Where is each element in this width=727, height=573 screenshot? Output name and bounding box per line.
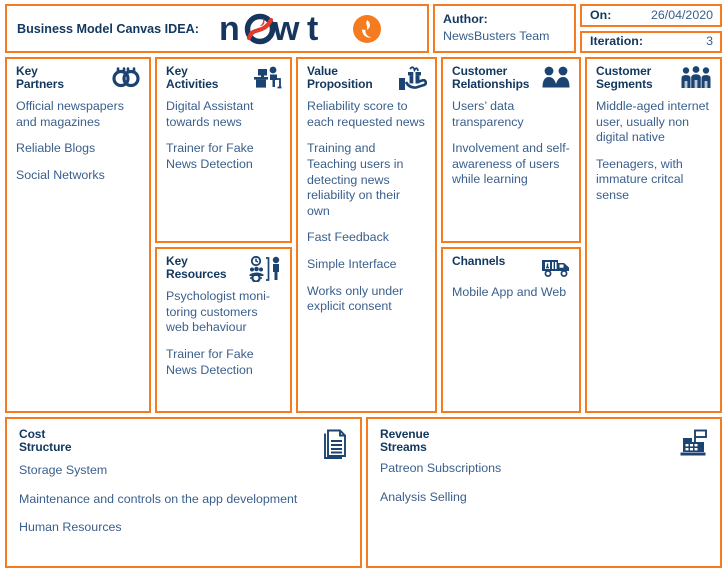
block-header: Revenue Streams <box>368 419 720 457</box>
column-customer-segments: Customer Segments M <box>585 57 722 413</box>
block-entries: Middle-aged internet user, usually non d… <box>587 92 720 210</box>
newt-flame-badge-icon <box>352 14 381 43</box>
delivery-truck-icon <box>541 256 571 278</box>
block-value-proposition: Value Proposition Reliability scor <box>296 57 437 413</box>
list-item: Digital Assistant towards news <box>166 98 254 129</box>
column-customer-relationships: Customer Relationships Users’ data trans… <box>441 57 581 413</box>
svg-text:n: n <box>219 11 240 47</box>
block-header: Key Resources <box>157 249 290 282</box>
block-channels: Channels <box>441 247 581 413</box>
iteration-label: Iteration: <box>590 34 644 49</box>
block-header: Key Partners <box>7 59 149 92</box>
block-cost-structure: Cost Structure Storage System Maintenanc… <box>5 417 362 568</box>
block-title-key-partners: Key Partners <box>16 64 64 92</box>
block-entries: Reliability score to each requested news… <box>298 92 435 321</box>
canvas-bottom-row: Cost Structure Storage System Maintenanc… <box>5 417 722 568</box>
svg-text:t: t <box>307 11 318 47</box>
block-entries: Mobile App and Web <box>443 278 579 307</box>
block-entries: Storage System Maintenance and controls … <box>7 459 360 542</box>
block-title-revenue-streams: Revenue Streams <box>380 427 430 455</box>
block-title-value-proposition: Value Proposition <box>307 64 373 92</box>
list-item: Middle-aged internet user, usually non d… <box>596 98 709 145</box>
list-item: Official newspapers and magazines <box>16 98 124 129</box>
list-item: Involvement and self-awareness of users … <box>452 141 570 187</box>
stacked-documents-icon <box>320 429 348 459</box>
block-header: Value Proposition <box>298 59 435 92</box>
svg-text:w: w <box>272 11 300 47</box>
block-header: Key Activities <box>157 59 290 92</box>
list-item: Works only under explicit consent <box>307 283 404 314</box>
block-key-resources: Key Resources <box>155 247 292 413</box>
block-entries: Psychologist moni-toring customers web b… <box>157 282 290 384</box>
list-item: Fast Feedback <box>307 230 389 245</box>
page-title: Business Model Canvas IDEA: <box>17 21 199 36</box>
newt-wordmark-icon: n w t <box>219 11 318 47</box>
block-title-customer-segments: Customer Segments <box>596 64 653 92</box>
column-value-proposition: Value Proposition Reliability scor <box>296 57 437 413</box>
canvas-blocks-grid: Key Partners Official newspapers and mag… <box>5 57 722 413</box>
column-key-activities: Key Activities Digi <box>155 57 292 413</box>
block-entries: Official newspapers and magazines Reliab… <box>7 92 149 190</box>
block-header: Channels <box>443 249 579 278</box>
canvas-title-cell: Business Model Canvas IDEA: n w t <box>5 4 429 53</box>
list-item: Training and Teaching users in detecting… <box>307 141 404 218</box>
block-revenue-streams: Revenue Streams <box>366 417 722 568</box>
canvas-header: Business Model Canvas IDEA: n w t <box>5 4 722 53</box>
block-header: Customer Relationships <box>443 59 579 92</box>
two-people-icon <box>541 66 571 89</box>
person-at-desk-icon <box>252 66 282 90</box>
brand-logo: n w t <box>219 11 382 47</box>
list-item: Teenagers, with immature critcal sense <box>596 156 684 202</box>
list-item: Psychologist moni-toring customers web b… <box>166 289 270 335</box>
column-key-partners: Key Partners Official newspapers and mag… <box>5 57 151 413</box>
gift-in-hand-icon <box>397 66 427 92</box>
block-key-partners: Key Partners Official newspapers and mag… <box>5 57 151 413</box>
block-key-activities: Key Activities Digi <box>155 57 292 243</box>
cash-register-icon <box>678 429 708 457</box>
meta-stack: On: 26/04/2020 Iteration: 3 <box>580 4 722 53</box>
block-entries: Digital Assistant towards news Trainer f… <box>157 92 290 179</box>
block-title-customer-relationships: Customer Relationships <box>452 64 530 92</box>
block-entries: Users’ data transparency Involvement and… <box>443 92 579 194</box>
block-customer-segments: Customer Segments M <box>585 57 722 413</box>
block-header: Customer Segments <box>587 59 720 92</box>
list-item: Patreon Subscriptions <box>380 461 502 475</box>
clock-people-gear-icon <box>248 256 282 282</box>
list-item: Trainer for Fake News Detection <box>166 141 254 171</box>
block-title-key-resources: Key Resources <box>166 254 227 282</box>
date-value: 26/04/2020 <box>650 7 713 22</box>
list-item: Reliability score to each requested news <box>307 99 425 129</box>
date-label: On: <box>590 7 612 22</box>
author-label: Author: <box>443 12 488 26</box>
block-entries: Patreon Subscriptions Analysis Selling <box>368 457 720 511</box>
list-item: Maintenance and controls on the app deve… <box>19 491 298 506</box>
list-item: Storage System <box>19 463 108 477</box>
list-item: Social Networks <box>16 167 105 182</box>
list-item: Mobile App and Web <box>452 285 567 299</box>
iteration-value: 3 <box>706 34 713 49</box>
block-customer-relationships: Customer Relationships Users’ data trans… <box>441 57 581 243</box>
author-value: NewsBusters Team <box>443 28 550 43</box>
list-item: Analysis Selling <box>380 489 467 504</box>
block-title-key-activities: Key Activities <box>166 64 219 92</box>
list-item: Simple Interface <box>307 257 397 271</box>
block-header: Cost Structure <box>7 419 360 459</box>
list-item: Trainer for Fake News Detection <box>166 346 254 377</box>
linked-rings-icon <box>111 66 141 88</box>
block-title-cost-structure: Cost Structure <box>19 427 72 455</box>
list-item: Reliable Blogs <box>16 141 96 156</box>
date-row: On: 26/04/2020 <box>580 4 722 27</box>
iteration-row: Iteration: 3 <box>580 30 722 53</box>
author-cell: Author: NewsBusters Team <box>433 4 576 53</box>
block-title-channels: Channels <box>452 254 506 268</box>
list-item: Users’ data transparency <box>452 98 524 129</box>
list-item: Human Resources <box>19 520 122 535</box>
group-of-people-icon <box>680 66 712 90</box>
